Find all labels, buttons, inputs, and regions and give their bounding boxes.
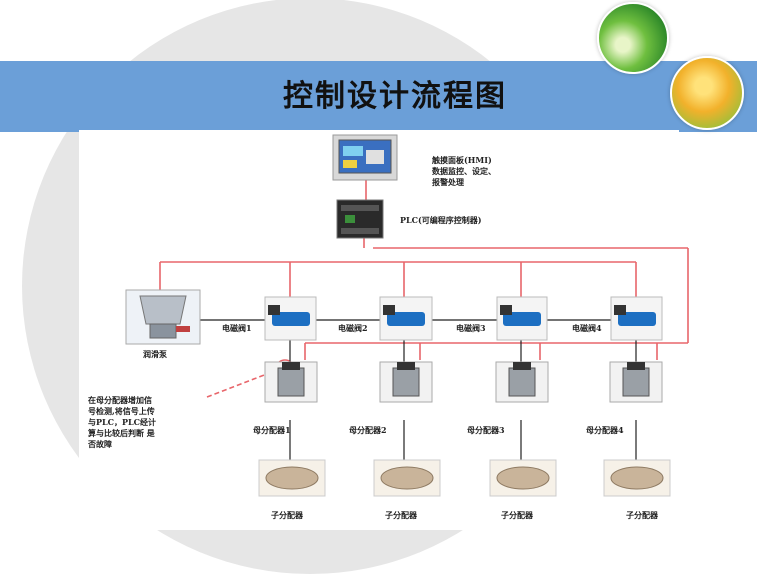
note-line: 与PLC，PLC经计 <box>88 417 157 427</box>
plc-label: PLC(可编程序控制器) <box>400 215 482 225</box>
sub-distributor-4-device <box>603 459 671 497</box>
main-distributor-label-1: 母分配器1 <box>253 425 291 435</box>
valve-1-device <box>264 296 317 341</box>
note-line: 号检测,将信号上传 <box>88 406 155 416</box>
valve-label-2: 电磁阀2 <box>338 323 368 333</box>
decorative-leaf-image <box>597 2 669 74</box>
hmi-line: 触摸面板(HMI) <box>432 155 492 165</box>
sub-distributor-label-3: 子分配器 <box>501 510 533 520</box>
sub-distributor-devices <box>258 459 671 497</box>
note-pointer-line <box>206 371 273 398</box>
valve-4-device <box>610 296 663 341</box>
valve-devices <box>264 296 663 341</box>
fault-detection-note: 在母分配器增加信 号检测,将信号上传 与PLC，PLC经计 算与比较后判断 是 … <box>88 395 188 450</box>
signal-lines <box>159 180 689 398</box>
main-distributor-3-device <box>495 361 549 403</box>
main-distributor-devices <box>264 361 663 403</box>
sub-distributor-2-device <box>373 459 441 497</box>
hmi-panel-device <box>332 134 398 181</box>
decorative-grass-image <box>670 56 744 130</box>
main-distributor-label-4: 母分配器4 <box>586 425 624 435</box>
main-distributor-2-device <box>379 361 433 403</box>
sub-distributor-1-device <box>258 459 326 497</box>
note-line: 算与比较后判断 是 <box>88 428 155 438</box>
valve-2-device <box>379 296 433 341</box>
sub-distributor-label-2: 子分配器 <box>385 510 417 520</box>
sub-distributor-label-1: 子分配器 <box>271 510 303 520</box>
lubricator-label: 润滑泵 <box>143 349 167 359</box>
main-distributor-label-2: 母分配器2 <box>349 425 387 435</box>
plc-device <box>336 199 384 239</box>
hmi-description: 触摸面板(HMI) 数据监控、设定、 报警处理 <box>432 155 496 188</box>
sub-distributor-label-4: 子分配器 <box>626 510 658 520</box>
note-line: 在母分配器增加信 <box>88 395 152 405</box>
lubricator-device <box>125 289 201 345</box>
hmi-line: 报警处理 <box>432 177 464 187</box>
valve-label-1: 电磁阀1 <box>222 323 252 333</box>
valve-3-device <box>496 296 548 341</box>
main-distributor-1-device <box>264 361 318 403</box>
note-line: 否故障 <box>88 439 112 449</box>
sub-distributor-3-device <box>489 459 557 497</box>
valve-label-4: 电磁阀4 <box>572 323 602 333</box>
pipe-lines <box>200 319 637 460</box>
main-distributor-4-device <box>609 361 663 403</box>
valve-label-3: 电磁阀3 <box>456 323 486 333</box>
hmi-line: 数据监控、设定、 <box>432 166 496 176</box>
page-title: 控制设计流程图 <box>283 79 507 114</box>
main-distributor-label-3: 母分配器3 <box>467 425 505 435</box>
